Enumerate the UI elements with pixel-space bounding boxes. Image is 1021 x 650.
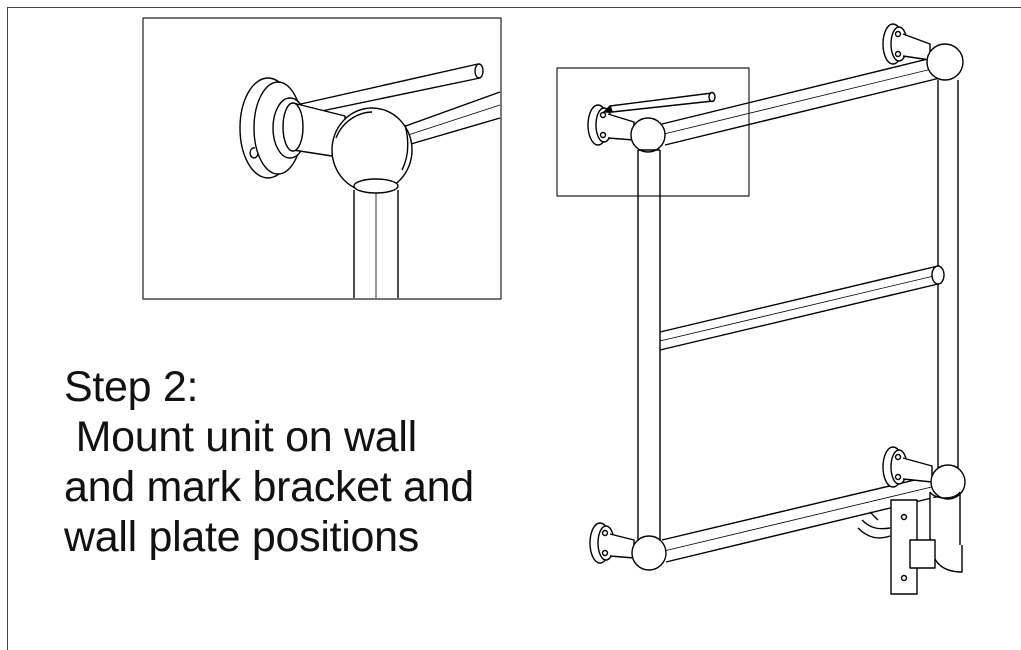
bottom-left-bracket (589, 522, 667, 571)
step-label: Step 2: (64, 363, 199, 411)
diagram-frame (7, 7, 1021, 650)
detail-top-rail (399, 91, 501, 147)
instruction-line-3: wall plate positions (64, 513, 419, 561)
top-right-bracket (882, 23, 964, 81)
main-pencil (603, 91, 716, 113)
instruction-line-1: Mount unit on wall (64, 413, 418, 461)
top-rail (661, 55, 941, 146)
detail-vertical-pipe (353, 190, 399, 298)
top-left-bracket (587, 104, 666, 153)
detail-inset (142, 17, 502, 300)
detail-ball-joint (331, 107, 413, 194)
towel-rail (587, 23, 966, 595)
middle-rail (659, 265, 945, 351)
step-instruction: Step 2: Mount unit on wall and mark brac… (64, 362, 474, 562)
bottom-right-bracket (882, 446, 966, 500)
heating-element-elbow (909, 491, 963, 573)
left-upright (637, 150, 661, 548)
detail-highlight-box (556, 67, 750, 197)
instruction-line-2: and mark bracket and (64, 463, 474, 511)
